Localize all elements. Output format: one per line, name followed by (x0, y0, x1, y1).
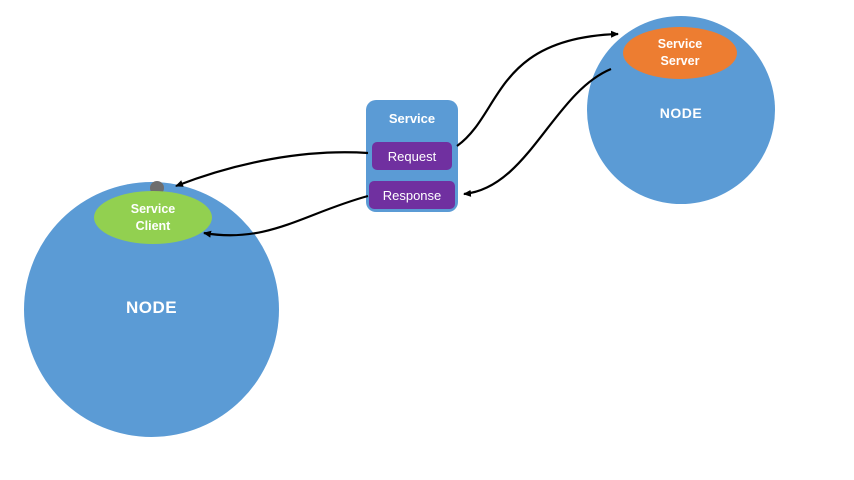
service-client-label-line2: Client (135, 218, 171, 233)
service-server-ellipse: Service Server (623, 27, 737, 79)
service-client-ellipse: Service Client (94, 191, 212, 244)
request-box: Request (372, 142, 452, 170)
left-node-label: NODE (125, 298, 178, 317)
response-box: Response (369, 181, 455, 209)
request-label: Request (387, 148, 437, 164)
response-label: Response (382, 187, 442, 203)
service-client-label-line1: Service (130, 201, 176, 216)
service-server-label-line1: Service (657, 37, 703, 52)
service-server-label-line2: Server (660, 54, 700, 68)
right-node-label: NODE (659, 105, 703, 121)
service-box-title: Service (388, 111, 436, 126)
arrow-request-to-client-dot (175, 151, 369, 188)
